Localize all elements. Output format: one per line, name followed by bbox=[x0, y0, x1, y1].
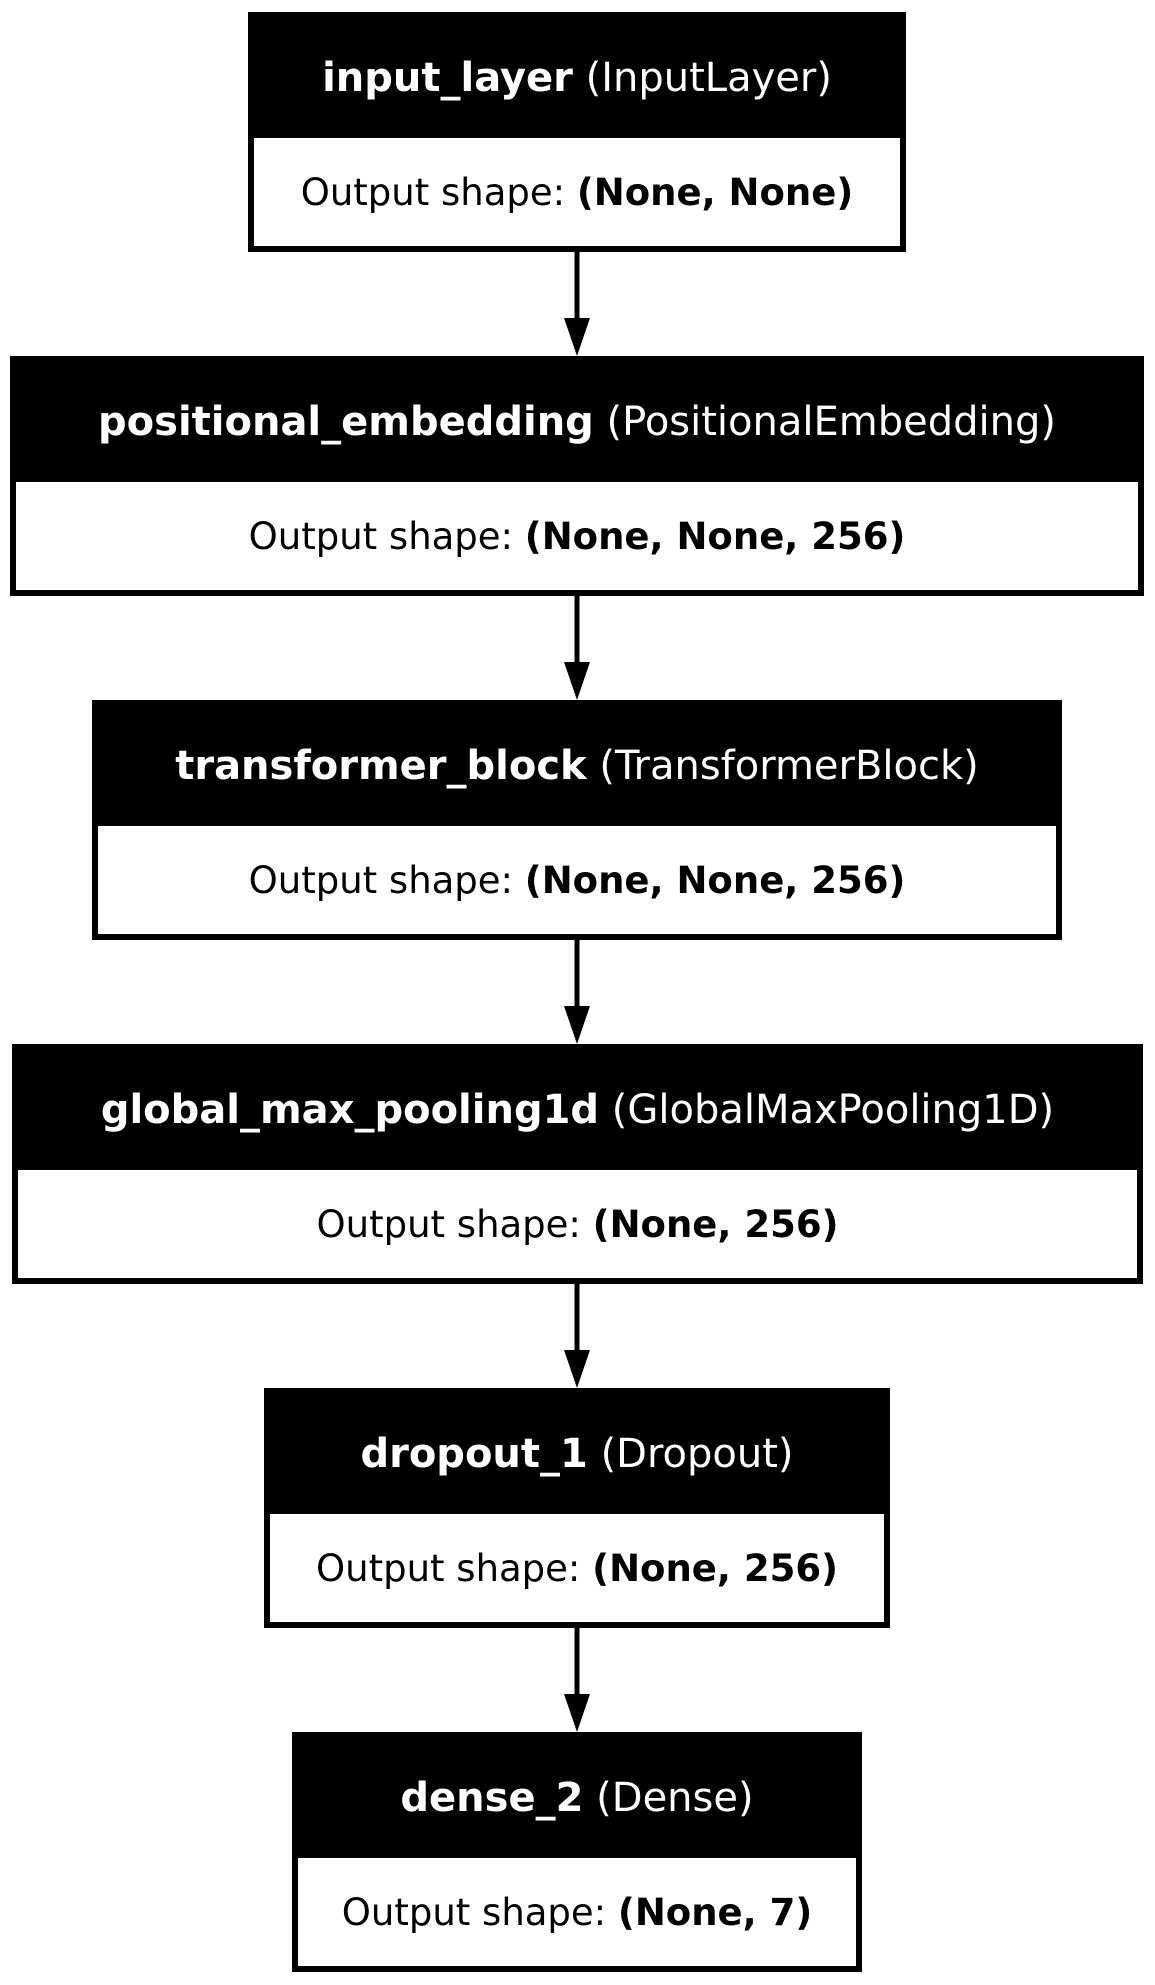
layer-type: (InputLayer) bbox=[585, 55, 832, 101]
layer-node-header: global_max_pooling1d (GlobalMaxPooling1D… bbox=[18, 1050, 1137, 1170]
layer-node-positional-embedding: positional_embedding (PositionalEmbeddin… bbox=[10, 356, 1144, 596]
output-shape-value: (None, 7) bbox=[617, 1890, 813, 1934]
output-shape-label: Output shape: bbox=[316, 1546, 581, 1590]
output-shape-value: (None, None, 256) bbox=[524, 858, 906, 902]
layer-node-input-layer: input_layer (InputLayer) Output shape: (… bbox=[248, 12, 906, 252]
layer-node-body: Output shape: (None, None, 256) bbox=[16, 482, 1138, 590]
layer-name: dropout_1 bbox=[360, 1431, 588, 1477]
layer-name: positional_embedding bbox=[98, 399, 594, 445]
layer-node-body: Output shape: (None, None, 256) bbox=[98, 826, 1056, 934]
arrow-head-icon bbox=[564, 662, 590, 700]
layer-type: (TransformerBlock) bbox=[599, 743, 979, 789]
output-shape-value: (None, None, 256) bbox=[524, 514, 906, 558]
output-shape-label: Output shape: bbox=[248, 514, 514, 558]
layer-node-transformer-block: transformer_block (TransformerBlock) Out… bbox=[92, 700, 1062, 940]
layer-type: (PositionalEmbedding) bbox=[606, 399, 1056, 445]
layer-node-body: Output shape: (None, 7) bbox=[298, 1858, 856, 1966]
layer-type: (GlobalMaxPooling1D) bbox=[611, 1087, 1055, 1133]
layer-node-dropout-1: dropout_1 (Dropout) Output shape: (None,… bbox=[264, 1388, 890, 1628]
output-shape-value: (None, 256) bbox=[592, 1202, 839, 1246]
layer-name: global_max_pooling1d bbox=[100, 1087, 600, 1133]
layer-node-header: input_layer (InputLayer) bbox=[254, 18, 900, 138]
layer-node-body: Output shape: (None, 256) bbox=[270, 1514, 884, 1622]
arrow-head-icon bbox=[564, 1694, 590, 1732]
layer-node-header: dropout_1 (Dropout) bbox=[270, 1394, 884, 1514]
output-shape-label: Output shape: bbox=[248, 858, 514, 902]
layer-node-dense-2: dense_2 (Dense) Output shape: (None, 7) bbox=[292, 1732, 862, 1972]
output-shape-label: Output shape: bbox=[300, 170, 566, 214]
layer-type: (Dropout) bbox=[600, 1431, 794, 1477]
arrow-head-icon bbox=[564, 318, 590, 356]
arrow-head-icon bbox=[564, 1350, 590, 1388]
arrow-head-icon bbox=[564, 1006, 590, 1044]
output-shape-label: Output shape: bbox=[316, 1202, 581, 1246]
layer-node-body: Output shape: (None, 256) bbox=[18, 1170, 1137, 1278]
layer-node-header: dense_2 (Dense) bbox=[298, 1738, 856, 1858]
layer-name: input_layer bbox=[322, 55, 573, 101]
layer-node-body: Output shape: (None, None) bbox=[254, 138, 900, 246]
layer-node-header: transformer_block (TransformerBlock) bbox=[98, 706, 1056, 826]
output-shape-value: (None, None) bbox=[576, 170, 854, 214]
layer-name: dense_2 bbox=[400, 1775, 584, 1821]
output-shape-value: (None, 256) bbox=[592, 1546, 838, 1590]
output-shape-label: Output shape: bbox=[341, 1890, 607, 1934]
layer-type: (Dense) bbox=[596, 1775, 754, 1821]
layer-node-global-max-pooling1d: global_max_pooling1d (GlobalMaxPooling1D… bbox=[12, 1044, 1143, 1284]
layer-node-header: positional_embedding (PositionalEmbeddin… bbox=[16, 362, 1138, 482]
layer-name: transformer_block bbox=[175, 743, 587, 789]
